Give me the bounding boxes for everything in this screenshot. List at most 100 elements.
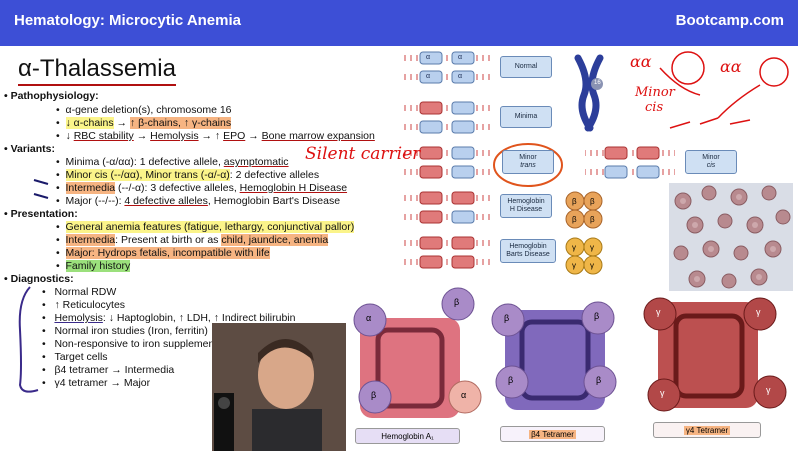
beta-label: β	[572, 197, 577, 206]
label-beta4-tetramer: β4 Tetramer	[500, 426, 605, 442]
bullet-line: • β4 tetramer → Intermedia	[42, 364, 175, 376]
bullet-line: • Minima (-α/αα): 1 defective allele, as…	[56, 156, 289, 168]
handwritten-note: Silent carrier	[305, 144, 421, 164]
highlight-text: Major: Hydrops fetalis, incompatible wit…	[65, 247, 270, 259]
alpha-label: α	[458, 73, 463, 80]
section-pathophysiology: • Pathophysiology:	[4, 90, 99, 102]
chromosome-label: 16	[594, 80, 601, 86]
bullet-text: →	[245, 130, 262, 142]
section-label: Presentation:	[10, 208, 78, 220]
alpha-label: α	[426, 54, 431, 61]
bullet-text: →	[113, 117, 130, 129]
bullet-line: • γ4 tetramer → Major	[42, 377, 151, 389]
section-label: Diagnostics:	[10, 273, 74, 285]
bullet-text: (--/-α): 3 defective alleles,	[115, 182, 240, 194]
section-diagnostics: • Diagnostics:	[4, 273, 74, 285]
slide-topic: Hematology: Microcytic Anemia	[14, 12, 241, 29]
annotation-circle	[759, 57, 789, 87]
label-text: Barts Disease	[506, 251, 550, 258]
gene-row-minor-trans	[400, 146, 490, 179]
bullet-text: α-gene deletion(s), chromosome 16	[65, 104, 232, 116]
label-text: Hemoglobin A₁	[381, 431, 434, 441]
beta-label: β	[590, 215, 595, 224]
gene-row-hbh	[400, 191, 490, 224]
bullet-line: • Major: Hydrops fetalis, incompatible w…	[56, 247, 270, 259]
underlined-text: asymptomatic	[223, 156, 289, 168]
page-title-text: α-Thalassemia	[18, 55, 176, 82]
subunit-label: α	[366, 313, 372, 323]
gamma-label: γ	[590, 243, 594, 252]
bullet-line: • Non-responsive to iron supplementation	[42, 338, 241, 350]
bullet-text: →	[133, 130, 151, 142]
handwritten-note: αα	[720, 57, 742, 76]
annotation-arrow	[659, 67, 701, 96]
brand-name: Bootcamp.com	[675, 12, 784, 29]
bullet-line: • Minor cis (--/αα), Minor trans (-α/-α)…	[56, 169, 320, 181]
hemoglobin-a-structure	[353, 287, 482, 418]
bullet-text: Major (--/--):	[65, 195, 125, 207]
highlight-text: Intermedia	[65, 182, 116, 194]
bullet-text: → ↑	[198, 130, 224, 142]
subunit-label: β	[504, 313, 510, 323]
title-underline	[18, 84, 176, 86]
label-gamma4-tetramer: γ4 Tetramer	[653, 422, 761, 438]
gene-row-minima	[400, 101, 490, 134]
highlight-text: General anemia features (fatigue, lethar…	[65, 221, 355, 233]
label-minima: Minima	[500, 106, 552, 128]
presenter-webcam	[212, 323, 346, 451]
bullet-line: • Normal iron studies (Iron, ferritin)	[42, 325, 208, 337]
bullet-text: : Present at birth or as	[115, 234, 222, 246]
alpha-label: α	[458, 54, 463, 61]
gene-row-normal	[400, 51, 490, 84]
subunit-label: γ	[756, 307, 761, 317]
bullet-text: Non-responsive to iron supplementation	[54, 338, 241, 350]
bullet-line: • Intermedia (--/-α): 3 defective allele…	[56, 182, 348, 194]
gene-row-barts	[400, 236, 490, 269]
handwritten-note: cis	[645, 100, 664, 115]
subunit-label: β	[508, 375, 514, 385]
section-presentation: • Presentation:	[4, 208, 78, 220]
annotation-arrow	[717, 84, 761, 119]
section-variants: • Variants:	[4, 143, 55, 155]
bullet-text: Normal iron studies (Iron, ferritin)	[54, 325, 208, 337]
label-text: trans	[520, 162, 536, 169]
annotation-circle	[493, 143, 563, 187]
highlight-text: ↑ β-chains, ↑ γ-chains	[129, 117, 232, 129]
target-cells-graphic	[673, 185, 791, 289]
bullet-line: • Target cells	[42, 351, 108, 363]
bullet-text: ↓	[65, 130, 74, 142]
bullet-text: Minima (-α/αα): 1 defective allele,	[65, 156, 224, 168]
bullet-text: β4 tetramer → Intermedia	[54, 364, 175, 376]
bullet-line: • ↓ RBC stability → Hemolysis → ↑ EPO → …	[56, 130, 375, 142]
chromosome-16-icon	[574, 54, 604, 132]
beta-label: β	[590, 197, 595, 206]
underlined-text: EPO	[223, 130, 246, 142]
underlined-text: Bone marrow expansion	[261, 130, 375, 142]
subunit-label: γ	[766, 385, 771, 395]
annotation-circle	[671, 51, 705, 85]
bullet-line: • ↓ α-chains → ↑ β-chains, ↑ γ-chains	[56, 117, 232, 129]
section-label: Variants:	[10, 143, 55, 155]
label-text: cis	[706, 162, 716, 169]
header-bar: Hematology: Microcytic Anemia Bootcamp.c…	[0, 0, 798, 46]
label-hemoglobin-a: Hemoglobin A₁	[355, 428, 460, 444]
gamma4-tetramer-structure	[643, 297, 787, 412]
bullet-text: : ↓ Haptoglobin, ↑ LDH, ↑ Indirect bilir…	[102, 312, 296, 324]
subunit-label: β	[454, 297, 460, 307]
subunit-label: α	[461, 390, 467, 400]
handwritten-note: αα	[630, 52, 652, 71]
label-text: Hemoglobin	[507, 198, 545, 205]
annotation-dash	[669, 117, 751, 129]
label-text: Minor	[519, 154, 537, 161]
section-label: Pathophysiology:	[10, 90, 99, 102]
subunit-label: β	[594, 311, 600, 321]
bullet-line: • α-gene deletion(s), chromosome 16	[56, 104, 232, 116]
bullet-text: : 2 defective alleles	[229, 169, 320, 181]
bullet-line: • Family history	[56, 260, 131, 272]
highlight-text: Family history	[65, 260, 131, 272]
bullet-line: • Normal RDW	[42, 286, 117, 298]
